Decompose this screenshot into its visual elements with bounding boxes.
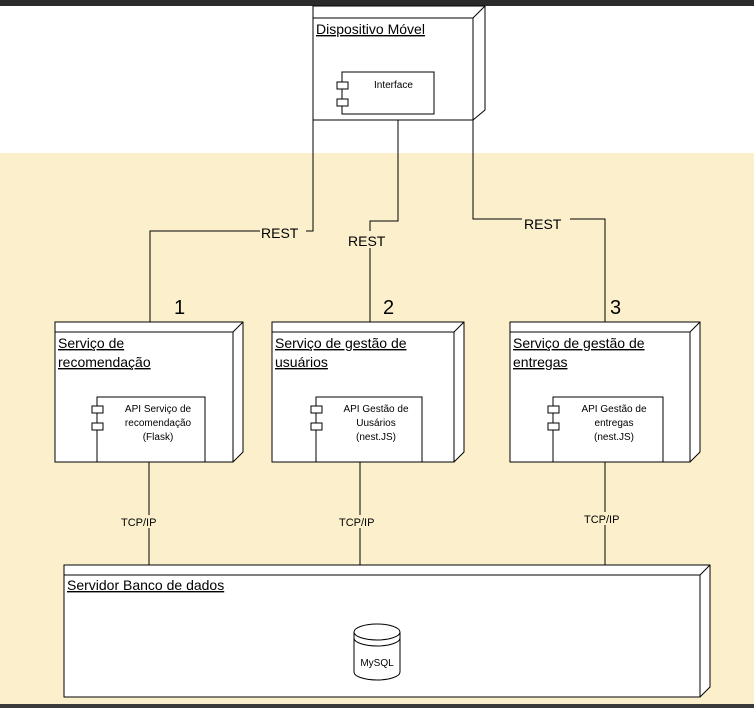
component-label-recomendacao-line2: recomendação	[125, 418, 192, 429]
top-toolbar-strip	[0, 0, 754, 6]
component-label-entregas-line1: API Gestão de	[581, 404, 646, 415]
tcp-label-bg-2	[338, 515, 382, 528]
node-title-usuarios-line2: usuários	[275, 354, 328, 370]
rest-label-3: REST	[524, 216, 562, 232]
node-title-entregas-line1: Serviço de gestão de	[513, 335, 645, 351]
tcp-label-2: TCP/IP	[339, 517, 374, 529]
tcp-label-1: TCP/IP	[121, 517, 156, 529]
mysql-database-icon[interactable]: MySQL	[353, 623, 401, 681]
node-title-database: Servidor Banco de dados	[67, 577, 224, 593]
node-servico-recomendacao[interactable]: Serviço de recomendação API Serviço de r…	[54, 321, 244, 463]
rest-label-bg-3	[522, 213, 570, 230]
tcp-label-bg-1	[120, 515, 164, 528]
component-interface[interactable]: Interface	[336, 71, 435, 115]
component-label-entregas-line2: entregas	[595, 418, 634, 429]
component-label-usuarios-line3: (nest.JS)	[356, 432, 396, 443]
rest-label-bg-1	[260, 223, 306, 240]
node-servidor-banco-de-dados[interactable]: Servidor Banco de dados MySQL	[63, 564, 711, 698]
rest-label-bg-2	[347, 231, 393, 248]
component-label-recomendacao-line3: (Flask)	[143, 432, 174, 443]
node-servico-usuarios[interactable]: Serviço de gestão de usuários API Gestão…	[271, 321, 465, 463]
component-label-entregas-line3: (nest.JS)	[594, 432, 634, 443]
component-label-usuarios-line1: API Gestão de	[343, 404, 408, 415]
rest-edge-2[interactable]	[369, 120, 399, 322]
component-api-entregas[interactable]: API Gestão de entregas (nest.JS)	[547, 396, 664, 463]
bottom-toolbar-strip	[0, 704, 754, 708]
node-servico-entregas[interactable]: Serviço de gestão de entregas API Gestão…	[509, 321, 701, 463]
tcp-label-bg-3	[583, 512, 627, 525]
component-label-usuarios-line2: Uusários	[356, 418, 395, 429]
rest-label-1: REST	[261, 225, 299, 241]
rest-label-2: REST	[348, 233, 386, 249]
node-title-mobile: Dispositivo Móvel	[316, 21, 425, 37]
node-title-entregas-line2: entregas	[513, 354, 567, 370]
service-number-3: 3	[610, 297, 621, 319]
component-label-recomendacao-line1: API Serviço de	[125, 404, 192, 415]
node-title-usuarios-line1: Serviço de gestão de	[275, 335, 407, 351]
tcp-label-3: TCP/IP	[584, 514, 619, 526]
service-number-1: 1	[174, 297, 185, 319]
database-label: MySQL	[360, 658, 394, 669]
rest-edge-1[interactable]	[149, 120, 314, 322]
component-label-interface: Interface	[374, 80, 413, 91]
node-dispositivo-movel[interactable]: Dispositivo Móvel Interface	[312, 5, 486, 121]
component-api-usuarios[interactable]: API Gestão de Uusários (nest.JS)	[310, 396, 423, 463]
node-title-recomendacao-line1: Serviço de	[58, 335, 124, 351]
service-number-2: 2	[383, 297, 394, 319]
node-title-recomendacao-line2: recomendação	[58, 354, 151, 370]
component-api-recomendacao[interactable]: API Serviço de recomendação (Flask)	[91, 396, 206, 463]
